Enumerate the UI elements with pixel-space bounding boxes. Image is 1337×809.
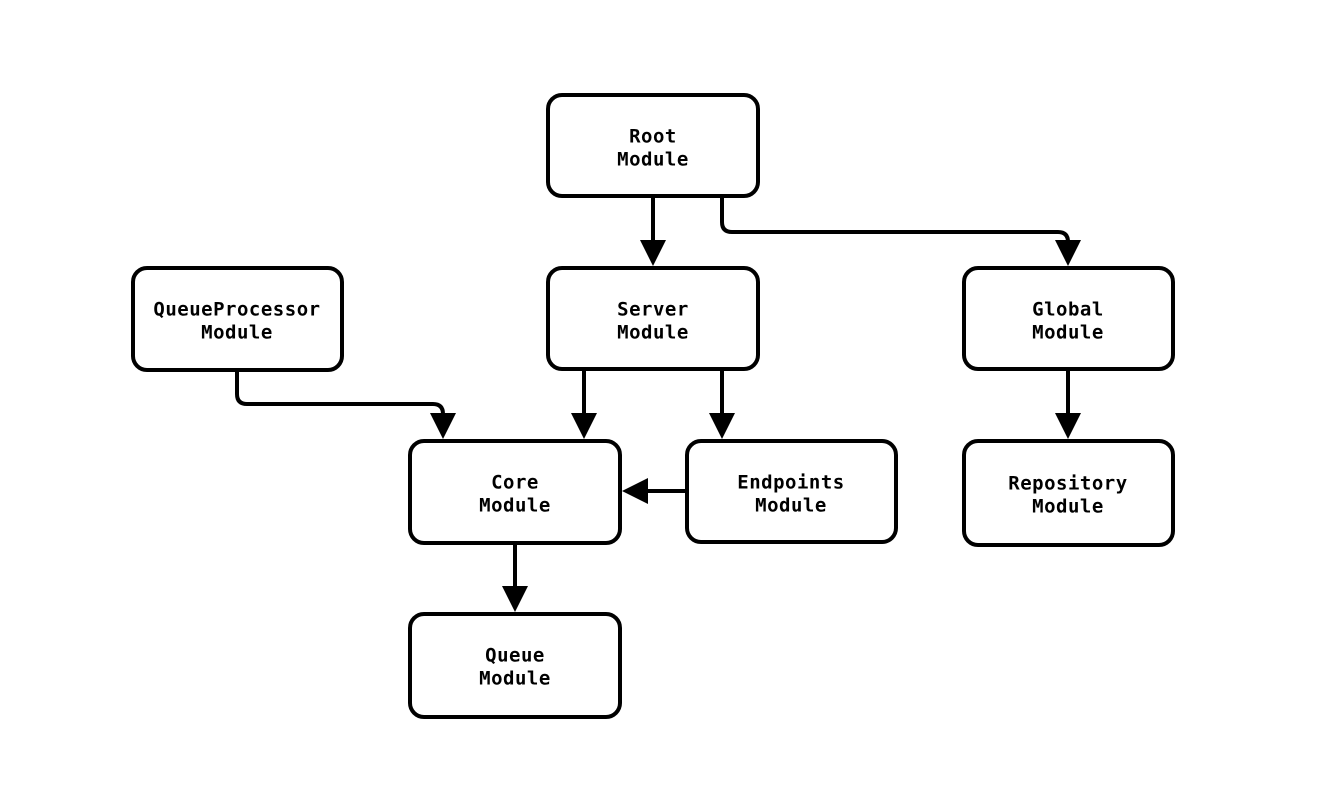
edge-queueprocessor-to-core-line — [235, 370, 445, 423]
node-queueprocessor-module-box[interactable] — [131, 266, 344, 372]
edge-server-to-endpoints — [709, 369, 735, 439]
edge-core-to-queue-arrowhead — [502, 586, 528, 612]
node-core-module-label-line1: Core — [491, 472, 539, 494]
node-root-module-label-line1: Root — [629, 126, 677, 148]
edge-queueprocessor-to-core-arrowhead — [430, 413, 456, 439]
edge-root-to-global-arrowhead — [1055, 240, 1081, 266]
node-core-module[interactable]: Core Module — [408, 439, 622, 545]
edge-global-to-repository-arrowhead — [1055, 413, 1081, 439]
node-global-module-label-line1: Global — [1032, 299, 1104, 321]
node-global-module-box[interactable] — [962, 266, 1175, 371]
edge-root-to-global — [720, 196, 1081, 266]
edge-root-to-global-line — [720, 196, 1070, 250]
node-endpoints-module-label-line1: Endpoints — [737, 472, 844, 494]
edge-server-to-core — [571, 369, 597, 439]
node-queue-module[interactable]: Queue Module — [408, 612, 622, 719]
node-endpoints-module[interactable]: Endpoints Module — [685, 439, 898, 544]
edge-root-to-server-arrowhead — [640, 240, 666, 266]
node-server-module[interactable]: Server Module — [546, 266, 760, 371]
node-core-module-box[interactable] — [408, 439, 622, 545]
edge-root-to-server — [640, 196, 666, 266]
node-global-module-label-line2: Module — [1032, 322, 1104, 344]
node-endpoints-module-label-line2: Module — [755, 495, 827, 517]
edge-queueprocessor-to-core — [235, 370, 456, 439]
node-queue-module-box[interactable] — [408, 612, 622, 719]
node-repository-module[interactable]: Repository Module — [962, 439, 1175, 547]
node-core-module-label-line2: Module — [479, 495, 551, 517]
node-repository-module-label-line2: Module — [1032, 496, 1104, 518]
edge-core-to-queue — [502, 543, 528, 612]
node-root-module-box[interactable] — [546, 93, 760, 198]
node-queueprocessor-module-label-line2: Module — [201, 322, 273, 344]
edge-server-to-endpoints-arrowhead — [709, 413, 735, 439]
node-queueprocessor-module-label-line1: QueueProcessor — [153, 299, 320, 321]
node-queueprocessor-module[interactable]: QueueProcessor Module — [131, 266, 344, 372]
node-queue-module-label-line1: Queue — [485, 645, 545, 667]
edge-endpoints-to-core-arrowhead — [622, 478, 648, 504]
node-root-module-label-line2: Module — [617, 149, 689, 171]
node-root-module[interactable]: Root Module — [546, 93, 760, 198]
node-server-module-box[interactable] — [546, 266, 760, 371]
node-endpoints-module-box[interactable] — [685, 439, 898, 544]
node-server-module-label-line2: Module — [617, 322, 689, 344]
edge-endpoints-to-core — [622, 478, 687, 504]
node-repository-module-box[interactable] — [962, 439, 1175, 547]
node-global-module[interactable]: Global Module — [962, 266, 1175, 371]
node-repository-module-label-line1: Repository — [1008, 473, 1127, 495]
edge-global-to-repository — [1055, 369, 1081, 439]
node-server-module-label-line1: Server — [617, 299, 689, 321]
edge-server-to-core-arrowhead — [571, 413, 597, 439]
node-queue-module-label-line2: Module — [479, 668, 551, 690]
